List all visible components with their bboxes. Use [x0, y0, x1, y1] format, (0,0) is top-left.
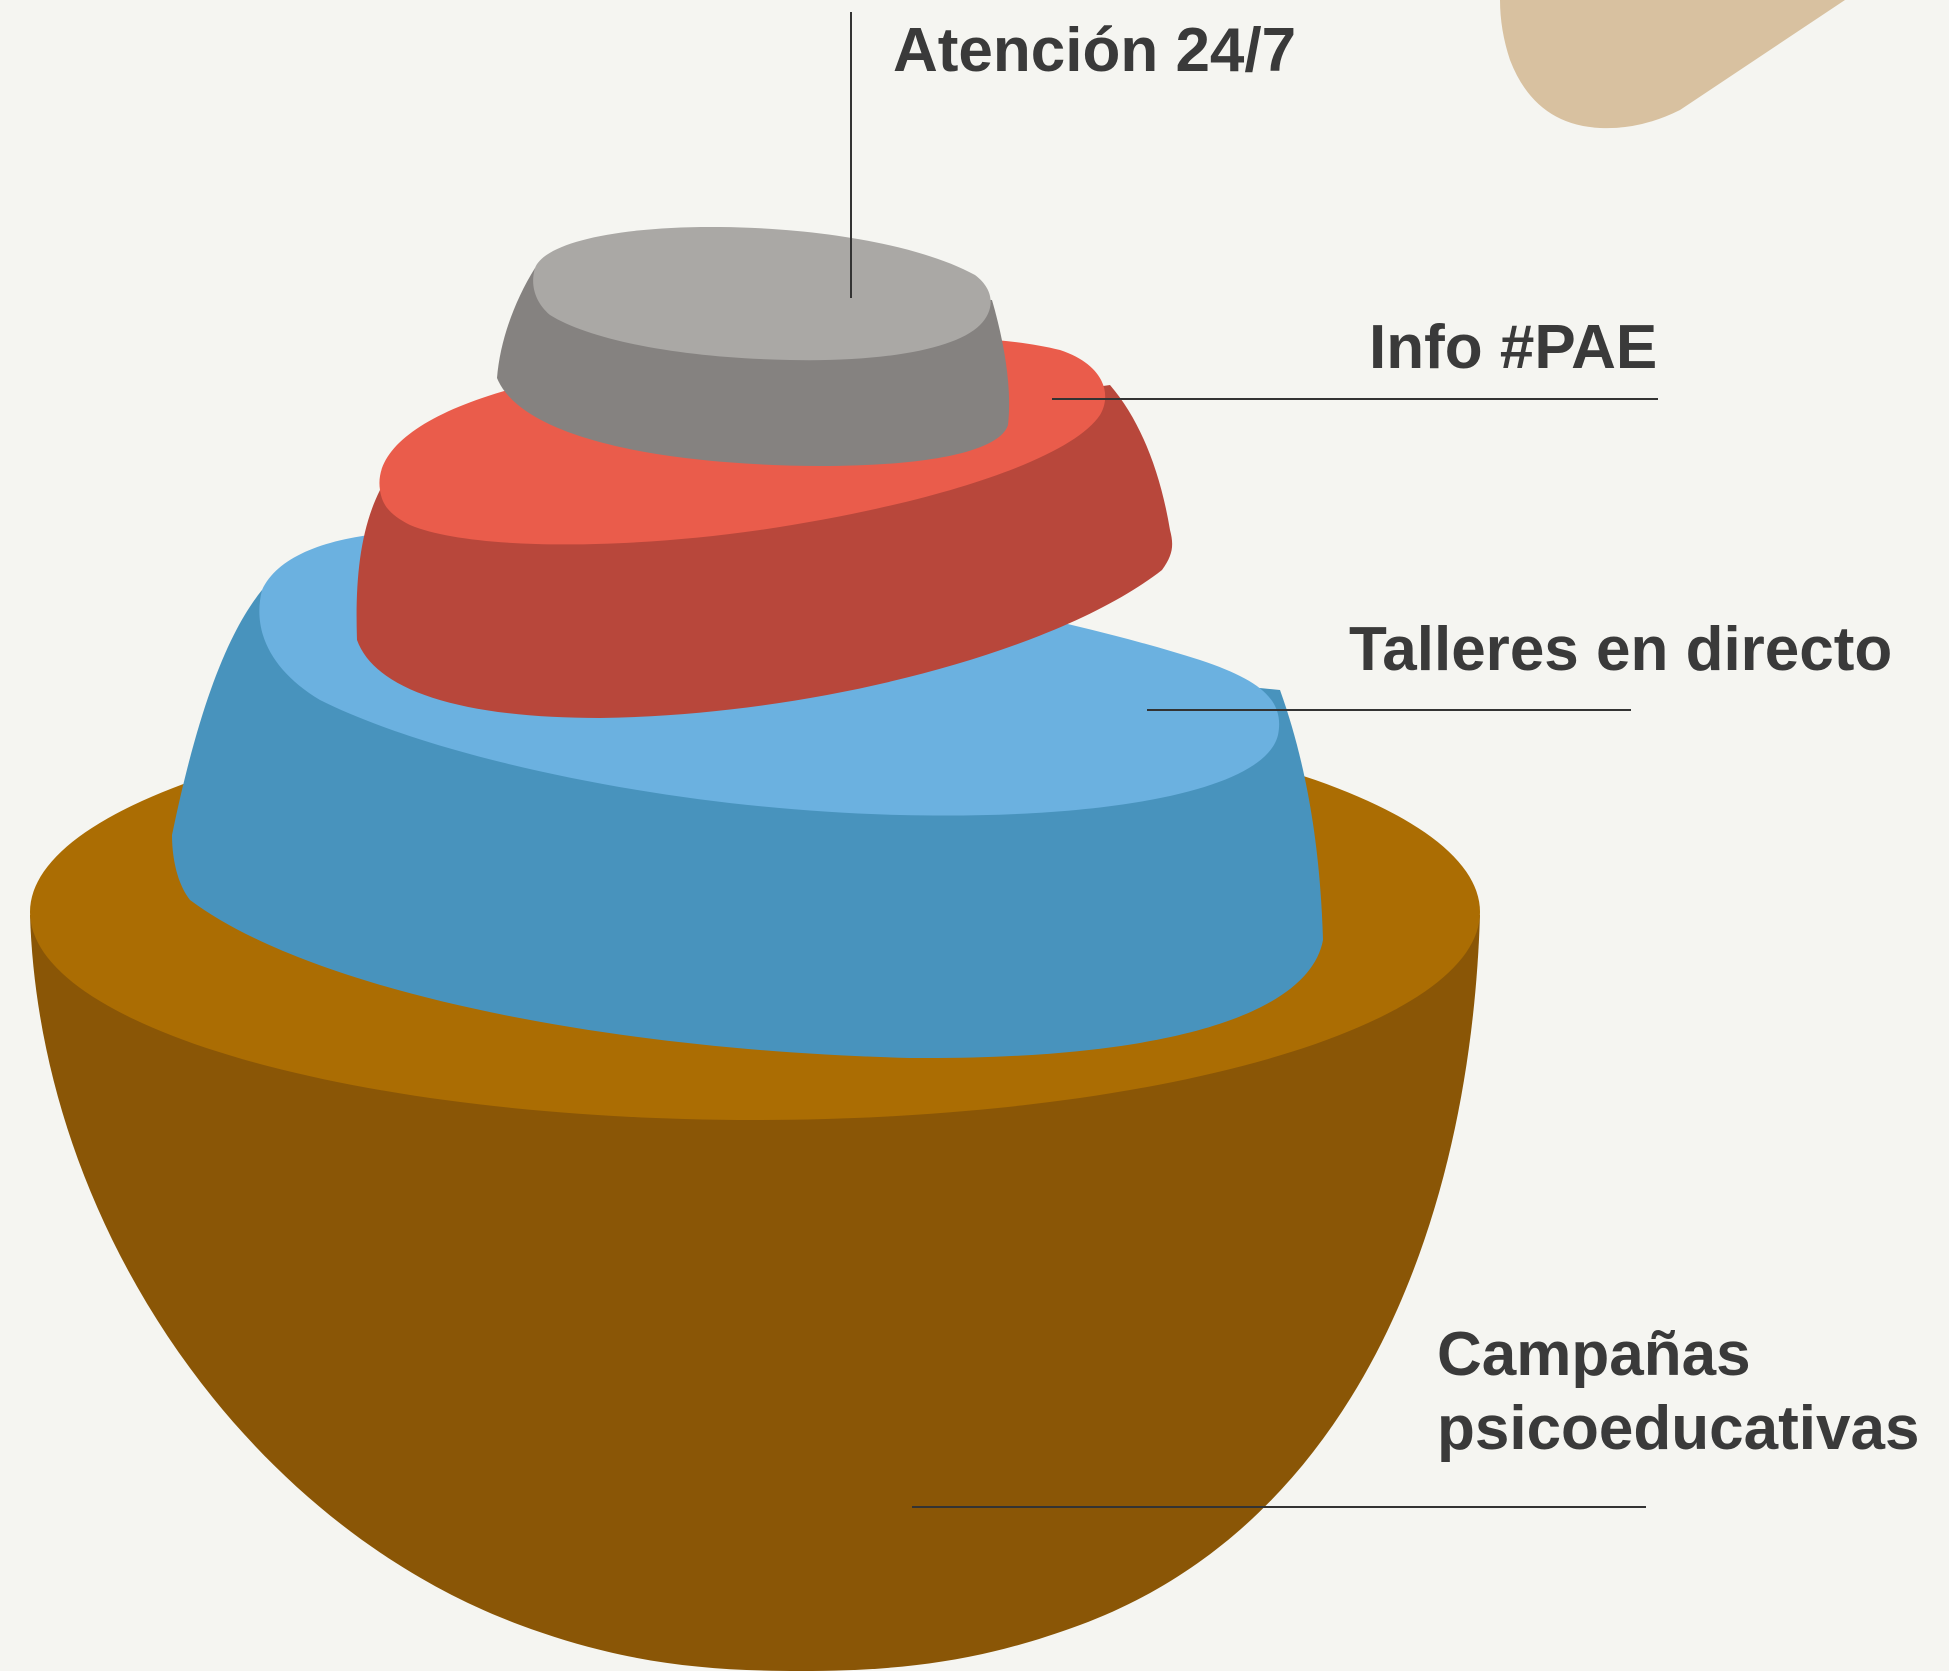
label-atencion: Atención 24/7 — [893, 16, 1297, 85]
layer-atencion — [497, 226, 1010, 466]
label-campanas-line2: psicoeducativas — [1437, 1394, 1920, 1463]
label-campanas: Campañas psicoeducativas — [1437, 1318, 1919, 1466]
label-info-pae: Info #PAE — [1369, 313, 1658, 382]
layer-atencion-top — [533, 226, 991, 361]
label-talleres: Talleres en directo — [1349, 615, 1893, 684]
decorative-tan-shape — [1500, 0, 1845, 129]
label-campanas-line1: Campañas — [1437, 1320, 1751, 1389]
layer-campanas-side — [30, 915, 1480, 1671]
